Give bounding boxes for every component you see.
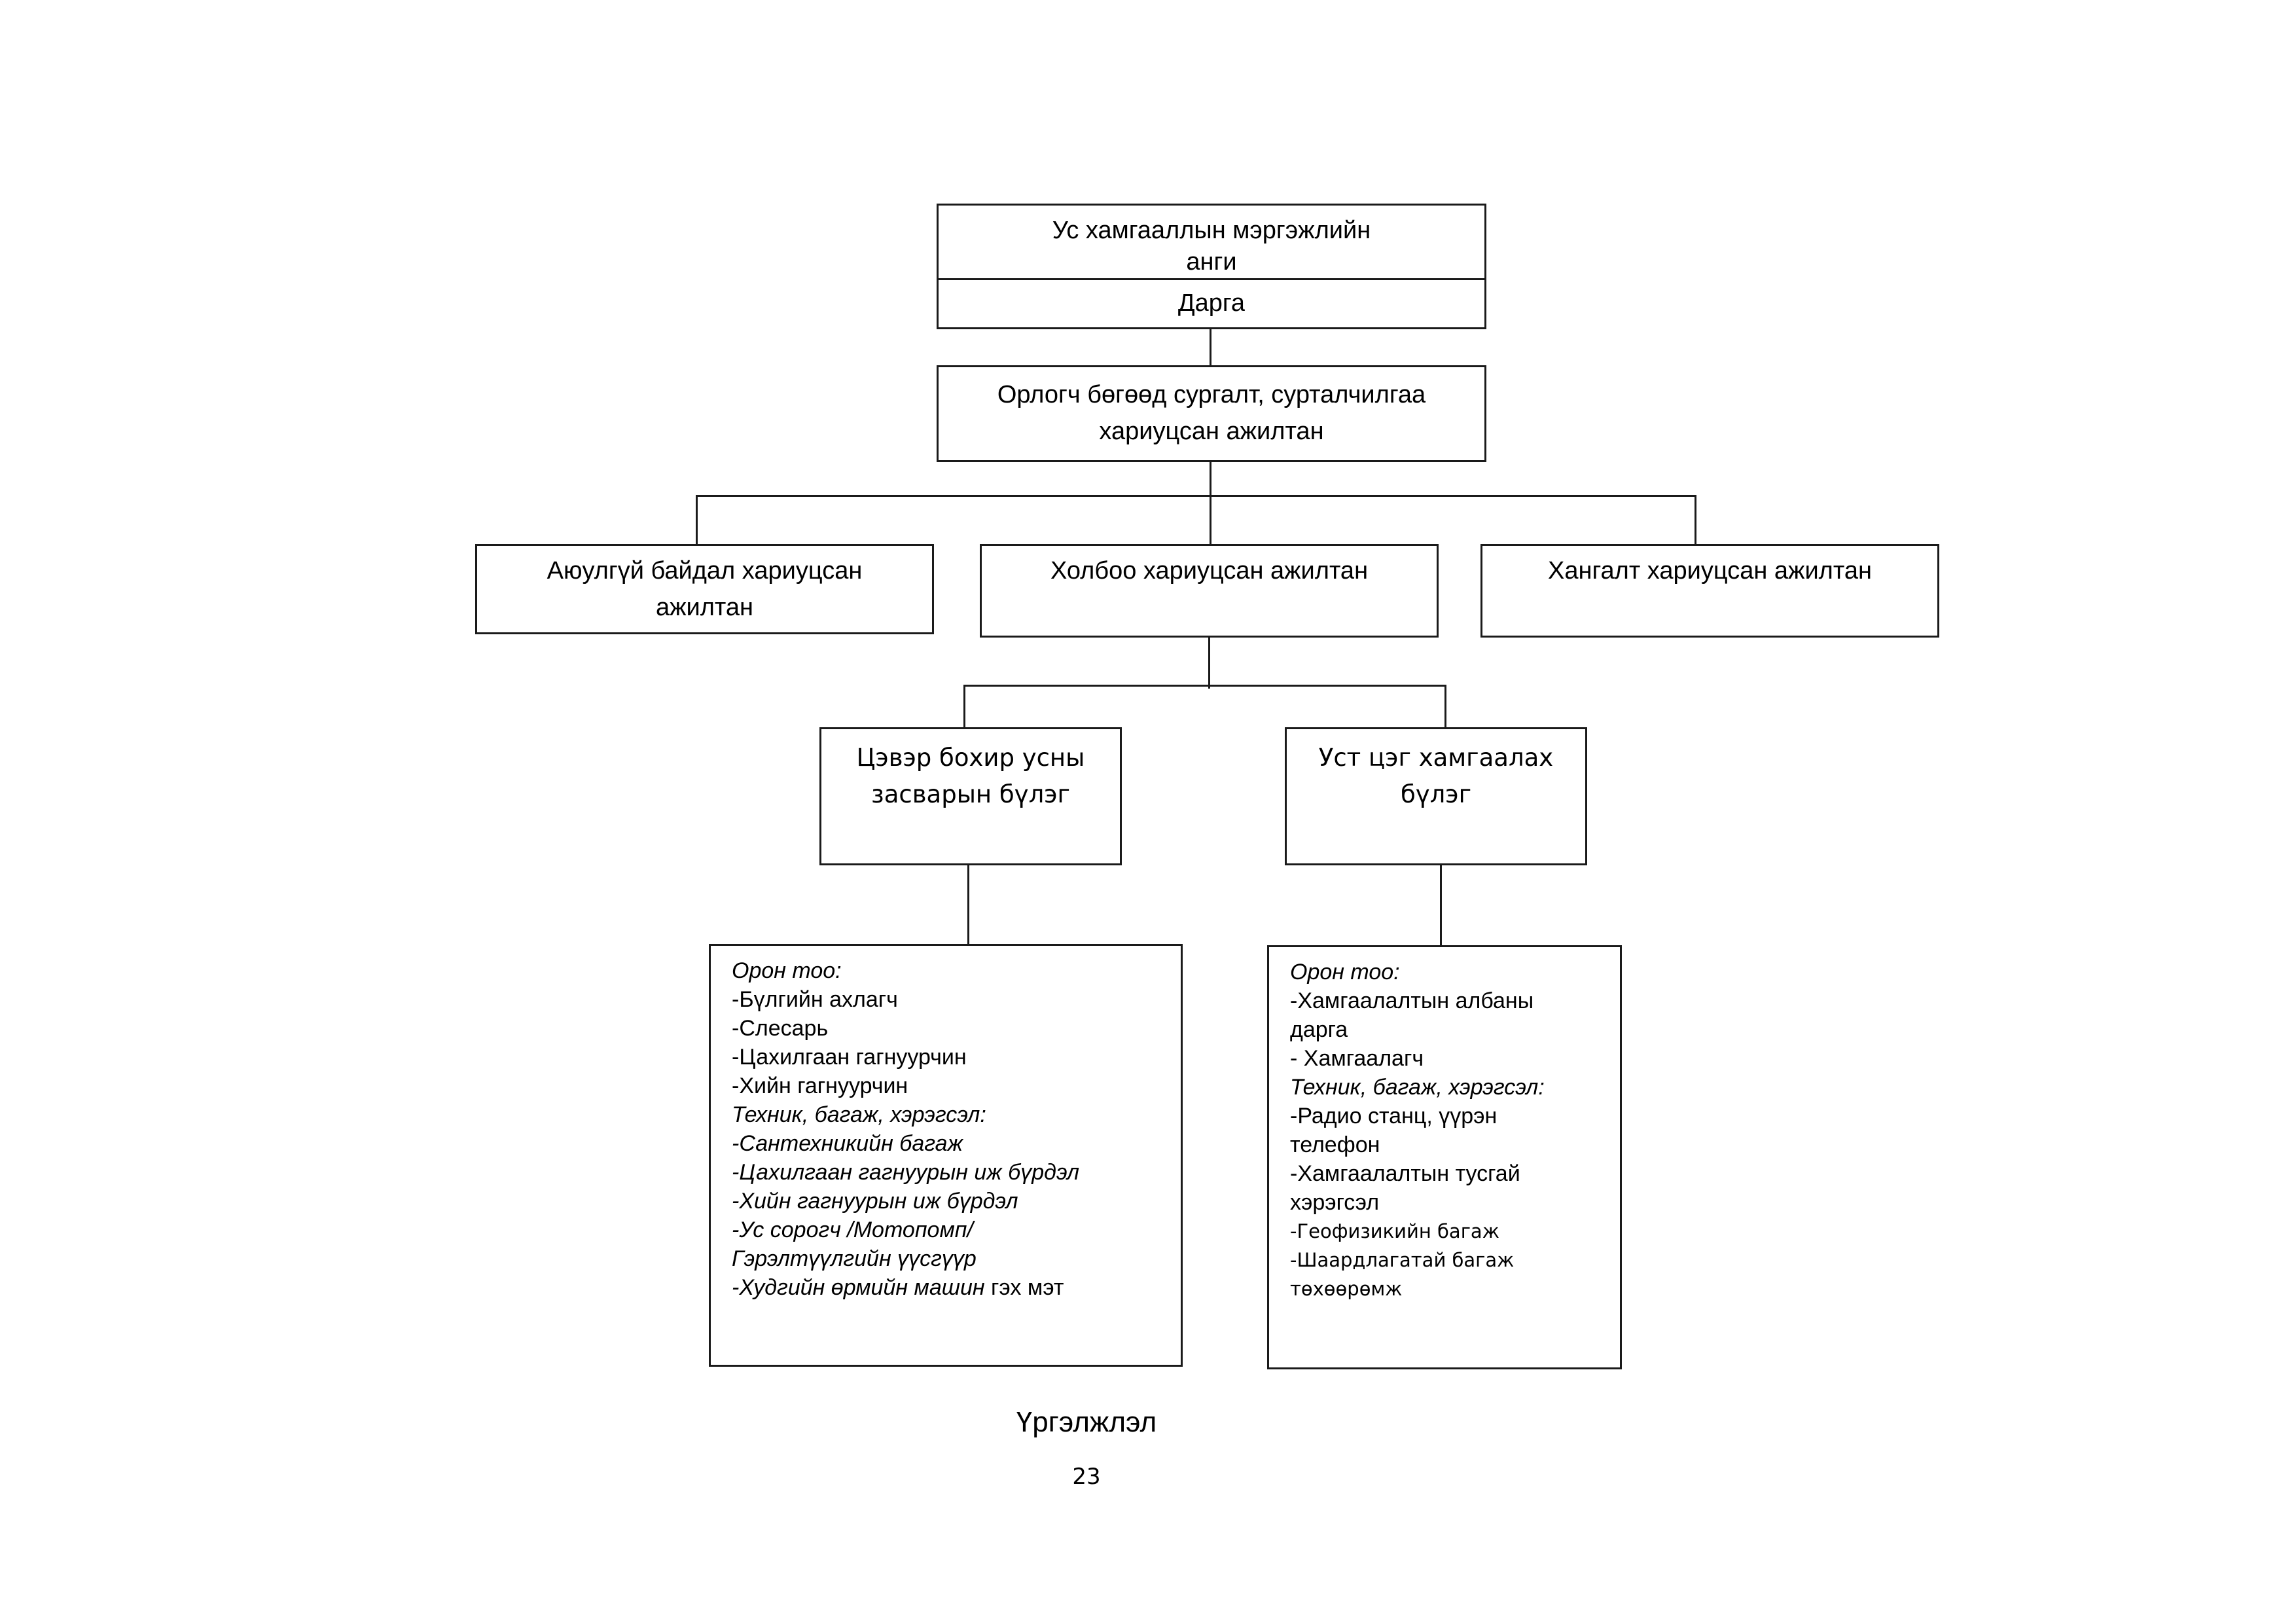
protect-unit-line2: бүлэг [1400,780,1472,808]
unit-title-line1: Ус хамгааллын мэргэжлийн [1052,217,1371,244]
list-item: дарга [1290,1017,1348,1042]
connector-comms-down [1208,638,1210,689]
connector-protect-to-details [1440,865,1442,949]
repair-unit-line1: Цэвэр бохир усны [856,744,1085,772]
list-item: -Геофизикийн багаж [1290,1220,1499,1242]
list-item: -Сантехникийн багаж [732,1131,963,1156]
deputy-line2: хариуцсан ажилтан [1099,418,1324,445]
list-item: -Хийн гагнуурын иж бүрдэл [732,1189,1018,1214]
connector-units-horizontal [963,685,1446,687]
connector-to-repair-unit [963,685,965,729]
connector-repair-to-details [967,865,969,947]
protect-unit-line1: Уст цэг хамгаалах [1318,744,1554,772]
supply-officer-box: Хангалт хариуцсан ажилтан [1480,544,1939,638]
list-item: -Худгийн өрмийн машин гэх мэт [732,1273,1181,1302]
comms-officer-box: Холбоо хариуцсан ажилтан [980,544,1439,638]
equipment-heading: Техник, багаж, хэрэгсэл: [1290,1075,1545,1100]
page-number: 23 [1072,1464,1101,1490]
list-item: - Хамгаалагч [1290,1046,1424,1071]
list-item: -Радио станц, үүрэн [1290,1104,1498,1128]
connector-deputy-down [1210,462,1211,546]
repair-unit-details: Орон тоо: -Бүлгийн ахлагч -Слесарь -Цахи… [709,944,1183,1367]
list-item-italic-part: -Худгийн өрмийн машин [732,1275,985,1300]
unit-title-line2: анги [1186,248,1237,276]
list-item: хэрэгсэл [1290,1190,1380,1215]
list-item: -Цахилгаан гагнуурын иж бүрдэл [732,1160,1080,1185]
list-item: -Хамгаалалтын албаны [1290,988,1534,1013]
connector-level3-horizontal [696,495,1696,497]
repair-unit-box: Цэвэр бохир усны засварын бүлэг [819,727,1122,865]
connector-to-safety [696,495,698,546]
connector-to-protect-unit [1444,685,1446,729]
list-item: -Хамгаалалтын тусгай [1290,1161,1520,1186]
continuation-caption: Үргэлжлэл [1016,1406,1157,1438]
protect-unit-details: Орон тоо: -Хамгаалалтын албаны дарга - Х… [1267,945,1622,1369]
staff-heading: Орон тоо: [732,958,842,983]
list-item: -Слесарь [732,1016,829,1041]
list-item: төхөөрөмж [1290,1278,1403,1300]
deputy-line1: Орлогч бөгөөд сургалт, сурталчилгаа [997,381,1426,408]
list-item: Гэрэлтүүлгийн үүсгүүр [732,1246,977,1271]
repair-unit-line2: засварын бүлэг [871,780,1070,808]
list-item: -Бүлгийн ахлагч [732,987,898,1012]
list-item: телефон [1290,1132,1380,1157]
protect-unit-box: Уст цэг хамгаалах бүлэг [1285,727,1587,865]
equipment-heading: Техник, багаж, хэрэгсэл: [732,1102,986,1127]
list-item: -Шаардлагатай багаж [1290,1249,1515,1271]
unit-head-role: Дарга [1177,289,1246,317]
staff-heading: Орон тоо: [1290,960,1400,984]
safety-officer-line2: ажилтан [655,594,754,621]
list-item: -Цахилгаан гагнуурчин [732,1045,967,1070]
list-item: -Ус сорогч /Мотопомп/ [732,1218,973,1242]
unit-head-box: Ус хамгааллын мэргэжлийн анги Дарга [937,204,1486,329]
deputy-box: Орлогч бөгөөд сургалт, сурталчилгаа хари… [937,365,1486,462]
safety-officer-box: Аюулгүй байдал хариуцсан ажилтан [475,544,934,634]
connector-to-supply [1695,495,1696,546]
comms-officer-line1: Холбоо хариуцсан ажилтан [1050,557,1369,585]
safety-officer-line1: Аюулгүй байдал хариуцсан [547,557,863,585]
list-item: -Хийн гагнуурчин [732,1074,908,1098]
list-item-plain-part: гэх мэт [984,1275,1064,1300]
connector-top-to-deputy [1210,329,1211,367]
supply-officer-line1: Хангалт хариуцсан ажилтан [1548,557,1872,585]
